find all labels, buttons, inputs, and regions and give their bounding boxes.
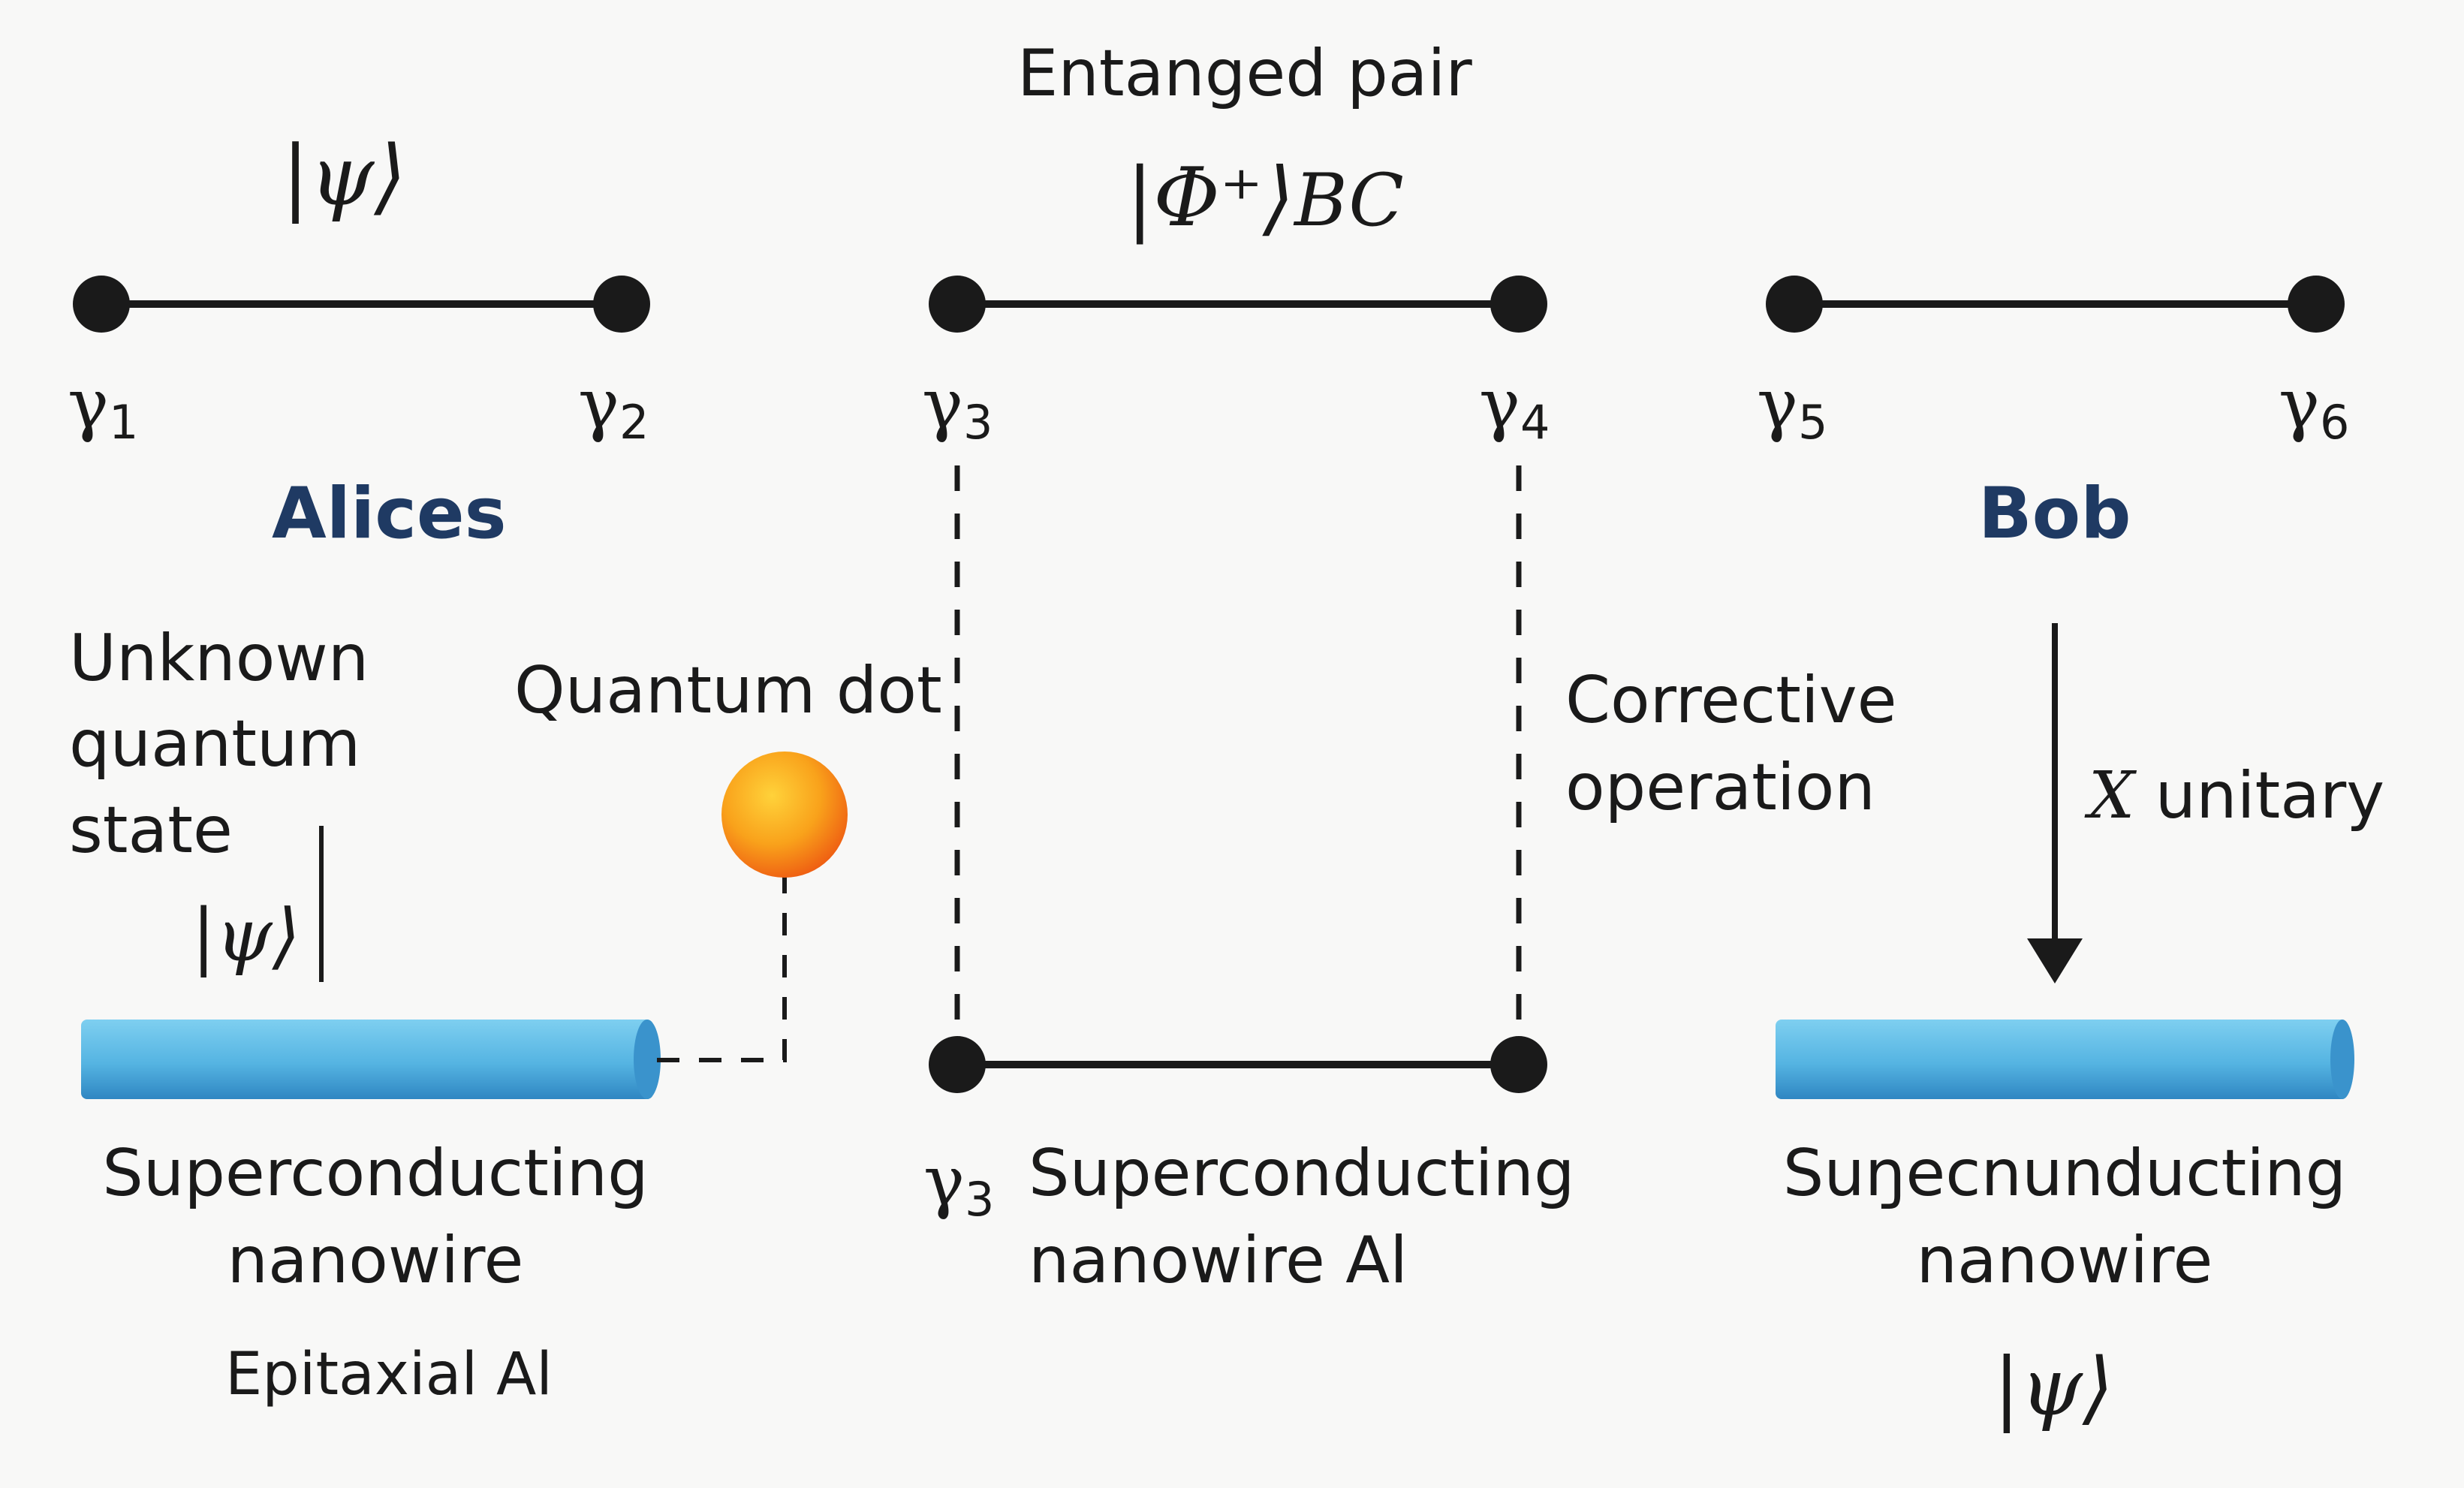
x-symbol: X: [2089, 758, 2135, 833]
node-gamma-4: [1490, 276, 1547, 333]
left-nanowire-line-1: Superconducting: [102, 1136, 649, 1211]
x-unitary-arrowhead: [2027, 938, 2083, 983]
node-gamma-1: [73, 276, 130, 333]
gamma-3-label: γ3: [922, 364, 993, 450]
gamma-symbol: γ: [1757, 364, 1798, 444]
gamma-index: 2: [619, 395, 649, 450]
majorana-pair-entangled: [929, 276, 1547, 333]
gamma-index: 3: [964, 1172, 995, 1227]
right-nanowire-label: Suŋecnunducting nanowire: [1779, 1130, 2350, 1304]
unknown-state-text: Unknown quantum state: [69, 616, 369, 873]
gamma-2-label: γ2: [578, 364, 649, 450]
alice-label: Alices: [272, 473, 507, 555]
gamma-index: 1: [108, 395, 139, 450]
majorana-pair-middle-bottom: [929, 1036, 1547, 1093]
alice-nanowire: [81, 1020, 661, 1099]
node-gamma-4-bottom: [1490, 1036, 1547, 1093]
quantum-dot: [721, 752, 848, 878]
left-nanowire-line-2: nanowire: [227, 1223, 524, 1299]
middle-nanowire-line-2: nanowire Al: [1029, 1223, 1408, 1299]
node-gamma-2: [593, 276, 650, 333]
corrective-line-1: Corrective: [1565, 663, 1897, 738]
unknown-state-line-3: state: [69, 792, 233, 868]
gamma-symbol: γ: [923, 1141, 965, 1221]
left-nanowire-label: Superconducting nanowire: [98, 1130, 653, 1304]
x-unitary-text: unitary: [2134, 758, 2385, 833]
majorana-pair-bob: [1766, 276, 2345, 333]
ket-phi-plus: |Φ⁺⟩: [1126, 151, 1295, 245]
right-nanowire-line-1: Suŋecnunducting: [1782, 1136, 2347, 1211]
epitaxial-al-label: Epitaxial Al: [225, 1341, 553, 1408]
gamma-5-label: γ5: [1757, 364, 1827, 450]
gamma-4-label: γ4: [1479, 364, 1550, 450]
bob-nanowire: [1776, 1020, 2354, 1099]
gamma-1-label: γ1: [68, 364, 138, 450]
gamma-symbol: γ: [578, 364, 619, 444]
right-nanowire-line-2: nanowire: [1916, 1223, 2213, 1299]
entangled-pair-title: Entanged pair: [1017, 36, 1472, 111]
quantum-dot-label: Quantum dot: [514, 653, 942, 728]
node-gamma-6: [2288, 276, 2345, 333]
corrective-operation-text: Corrective operation: [1565, 657, 1897, 831]
ket-psi-unknown: |ψ⟩: [191, 893, 301, 977]
corrective-line-2: operation: [1565, 750, 1875, 826]
gamma-symbol: γ: [2279, 364, 2320, 444]
dot-coupling-dashed: [655, 871, 787, 1062]
gamma-6-label: γ6: [2279, 364, 2349, 450]
gamma-3-bottom-label: γ3: [923, 1141, 994, 1227]
gamma-symbol: γ: [1479, 364, 1520, 444]
unknown-state-line-1: Unknown: [69, 621, 369, 696]
node-gamma-3-bottom: [929, 1036, 986, 1093]
ket-psi-bob: |ψ⟩: [1993, 1341, 2114, 1433]
middle-nanowire-line-1: Superconducting: [1029, 1136, 1575, 1211]
gamma-index: 4: [1520, 395, 1550, 450]
node-gamma-5: [1766, 276, 1823, 333]
unknown-state-line-2: quantum: [69, 706, 361, 782]
gamma-symbol: γ: [68, 364, 109, 444]
x-unitary-label: X unitary: [2089, 758, 2384, 834]
ket-phi-plus-subscript: BC: [1294, 158, 1404, 242]
node-gamma-3: [929, 276, 986, 333]
gamma-index: 5: [1797, 395, 1828, 450]
middle-nanowire-label: Superconducting nanowire Al: [1029, 1130, 1575, 1304]
gamma-index: 6: [2319, 395, 2350, 450]
ket-phi-plus-bc: |Φ⁺⟩BC: [1126, 150, 1404, 245]
ket-psi-alice-top: |ψ⟩: [282, 128, 407, 224]
majorana-pair-alice: [73, 276, 650, 333]
gamma-index: 3: [962, 395, 993, 450]
bob-label: Bob: [1978, 473, 2131, 555]
gamma-symbol: γ: [922, 364, 963, 444]
